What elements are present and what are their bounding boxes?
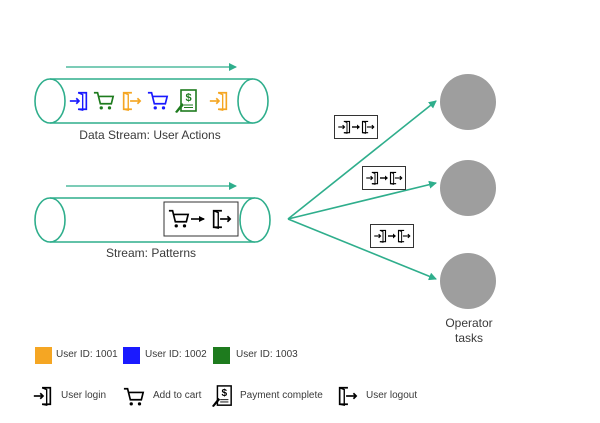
cart-icon (147, 91, 169, 111)
legend-user-login: User login (61, 390, 107, 401)
legend-payment-complete: Payment complete (240, 390, 323, 401)
legend-add-to-cart: Add to cart (153, 390, 202, 401)
user-1002-swatch (123, 347, 140, 364)
login-icon (208, 91, 228, 112)
operator-label-line2: tasks (454, 331, 484, 345)
actions-stream-pipe (34, 78, 269, 124)
patterns-stream-pipe (34, 197, 271, 243)
operator-task-2 (440, 160, 496, 216)
operator-task-1 (440, 74, 496, 130)
logout-icon (122, 91, 142, 112)
pattern-badge-login-logout (371, 225, 414, 248)
login-icon (68, 91, 88, 112)
actions-stream-label: Data Stream: User Actions (79, 128, 221, 142)
user-1003-label: User ID: 1003 (236, 349, 298, 360)
user-1001-label: User ID: 1001 (56, 349, 118, 360)
pattern-cart-to-logout (163, 201, 239, 237)
login-icon (32, 386, 52, 407)
payment-icon (174, 89, 197, 114)
pattern-badge-login-logout (335, 116, 378, 139)
user-1001-swatch (35, 347, 52, 364)
user-1003-swatch (213, 347, 230, 364)
operator-tasks-label: Operator tasks (445, 316, 492, 346)
operator-label-line1: Operator (445, 316, 493, 330)
user-1002-label: User ID: 1002 (145, 349, 207, 360)
broadcast-arrows (287, 100, 437, 281)
cart-icon (93, 91, 115, 111)
logout-icon (338, 386, 358, 407)
payment-icon (211, 384, 233, 408)
legend-user-logout: User logout (366, 390, 418, 401)
patterns-stream-label: Stream: Patterns (105, 246, 197, 260)
pattern-badge-login-logout (363, 167, 406, 190)
operator-task-3 (440, 253, 496, 309)
cart-icon (123, 387, 144, 407)
